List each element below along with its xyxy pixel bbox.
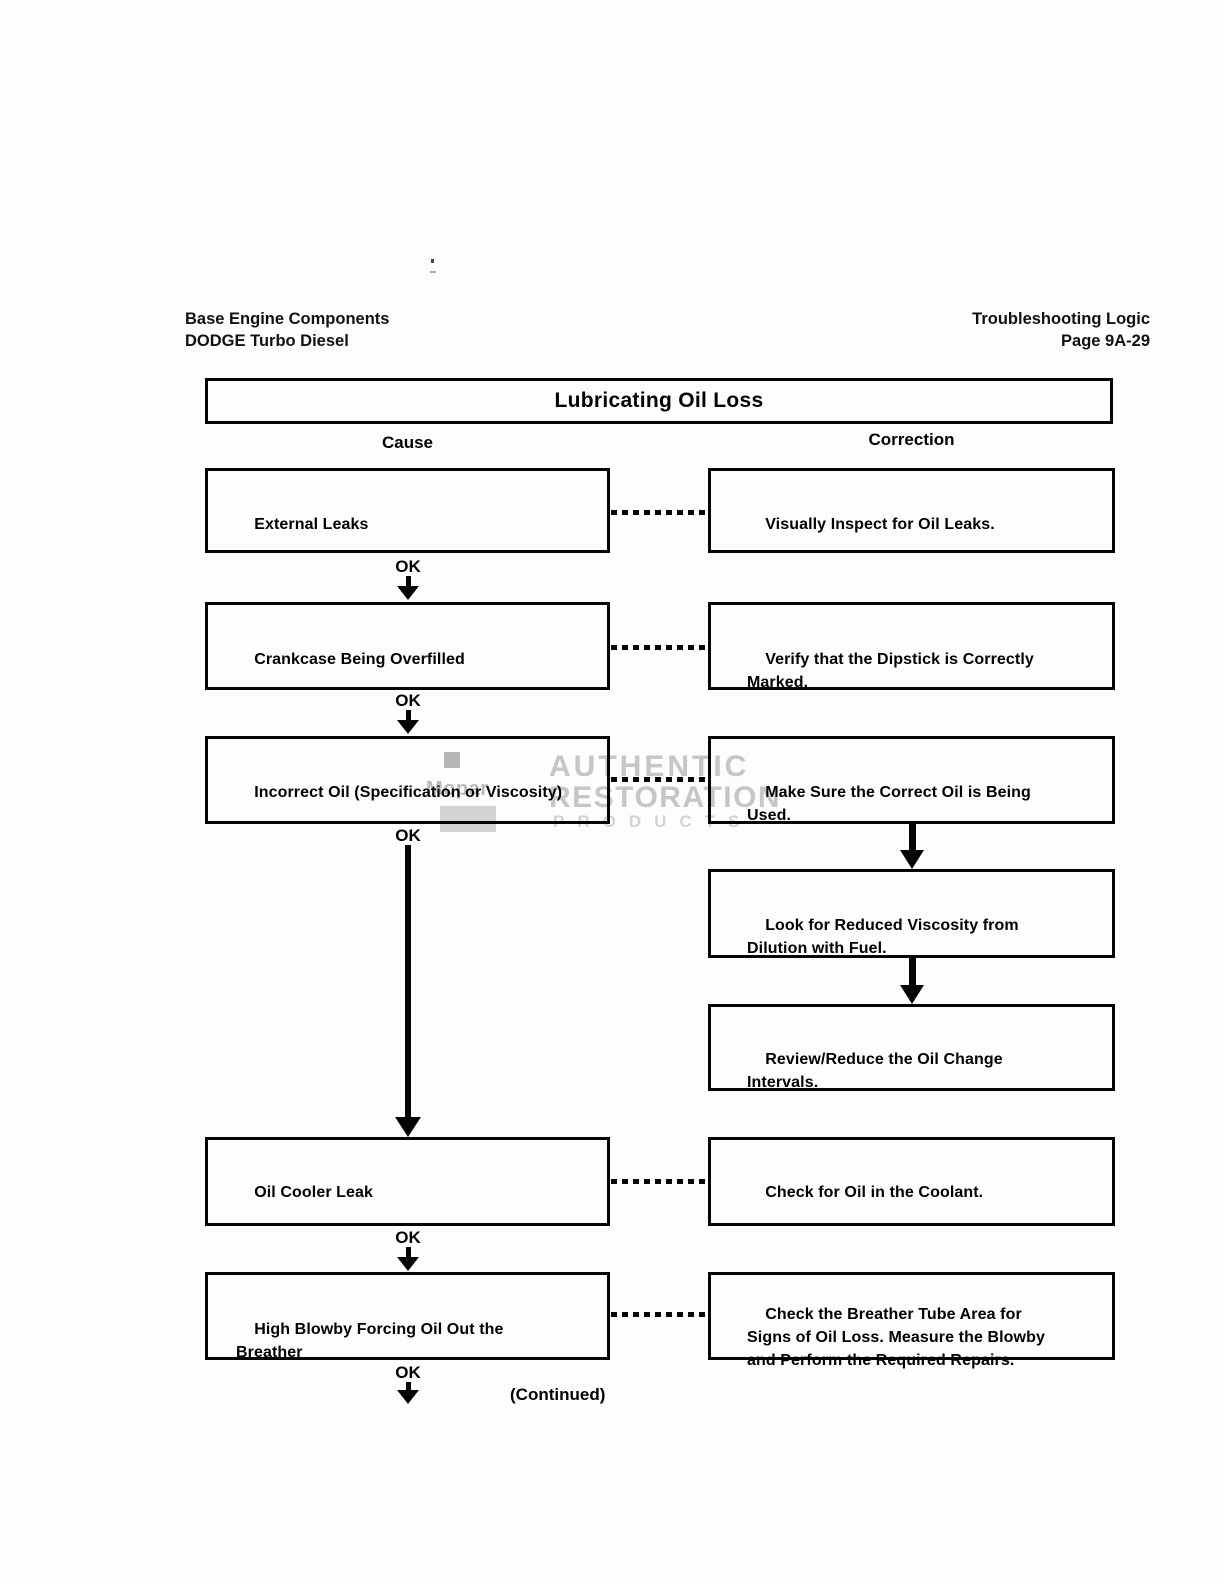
scan-artifact-dash: [430, 271, 436, 273]
dashed-connector: [611, 645, 708, 650]
long-down-arrow-icon: [405, 845, 411, 1117]
header-page-number: Page 9A-29: [1061, 332, 1150, 350]
header-doc-type: Troubleshooting Logic: [972, 310, 1150, 328]
cause-text: External Leaks: [254, 516, 369, 533]
cause-box-oil-cooler-leak: Oil Cooler Leak: [205, 1137, 610, 1226]
dashed-connector: [611, 1312, 708, 1317]
down-arrowhead-icon: [900, 850, 924, 869]
ok-label: OK: [395, 826, 421, 845]
header-vehicle: DODGE Turbo Diesel: [185, 332, 349, 350]
correction-text: Look for Reduced Viscosity from Dilution…: [747, 917, 1019, 957]
dashed-connector: [611, 510, 708, 515]
down-arrowhead-icon: [397, 1390, 419, 1404]
down-arrowhead-icon: [397, 1257, 419, 1271]
correction-text: Review/Reduce the Oil Change Intervals.: [747, 1051, 1003, 1091]
ok-label: OK: [395, 691, 421, 710]
correction-box-correct-oil: Make Sure the Correct Oil is Being Used.: [708, 736, 1115, 824]
cause-text: High Blowby Forcing Oil Out the Breather: [236, 1321, 504, 1361]
cause-text: Incorrect Oil (Specification or Viscosit…: [254, 784, 563, 801]
dashed-connector: [611, 777, 708, 782]
scan-artifact-dot: [431, 259, 434, 263]
ok-connector: OK: [377, 1364, 439, 1404]
down-arrow-icon: [908, 824, 916, 850]
down-arrowhead-icon: [397, 586, 419, 600]
correction-box-oil-in-coolant: Check for Oil in the Coolant.: [708, 1137, 1115, 1226]
cause-box-crankcase-overfilled: Crankcase Being Overfilled: [205, 602, 610, 690]
column-label-cause: Cause: [381, 433, 434, 452]
watermark-line2: RESTORATION: [549, 781, 782, 814]
ok-connector-long: OK: [377, 827, 439, 1137]
ok-label: OK: [395, 557, 421, 576]
correction-box-breather-tube: Check the Breather Tube Area for Signs o…: [708, 1272, 1115, 1369]
correction-box-oil-change-intervals: Review/Reduce the Oil Change Intervals.: [708, 1004, 1115, 1091]
down-arrow-icon: [405, 1382, 411, 1390]
dashed-connector: [611, 1179, 708, 1184]
ok-label: OK: [395, 1228, 421, 1247]
correction-box-dipstick-marked: Verify that the Dipstick is Correctly Ma…: [708, 602, 1115, 691]
down-arrowhead-icon: [395, 1117, 421, 1137]
page-header-left: Base Engine Components DODGE Turbo Diese…: [185, 308, 389, 352]
correction-chain-arrow: [898, 958, 926, 1004]
correction-box-reduced-viscosity: Look for Reduced Viscosity from Dilution…: [708, 869, 1115, 958]
ok-connector: OK: [377, 692, 439, 734]
ok-label: OK: [395, 1363, 421, 1382]
ok-connector: OK: [377, 1229, 439, 1271]
correction-text: Verify that the Dipstick is Correctly Ma…: [747, 651, 1034, 691]
flowchart-title: Lubricating Oil Loss: [554, 389, 764, 412]
watermark-brand: Mopar: [426, 778, 489, 800]
flowchart-title-box: Lubricating Oil Loss: [205, 378, 1113, 424]
down-arrow-icon: [405, 1247, 411, 1257]
cause-box-incorrect-oil: Incorrect Oil (Specification or Viscosit…: [205, 736, 610, 824]
cause-text: Oil Cooler Leak: [254, 1184, 374, 1201]
down-arrowhead-icon: [397, 720, 419, 734]
watermark-line3: PRODUCTS: [553, 812, 753, 831]
continued-label: (Continued): [510, 1385, 606, 1404]
correction-text: Check the Breather Tube Area for Signs o…: [747, 1306, 1045, 1369]
down-arrow-icon: [405, 710, 411, 720]
correction-text: Make Sure the Correct Oil is Being Used.: [747, 784, 1031, 824]
down-arrow-icon: [405, 576, 411, 586]
correction-text: Check for Oil in the Coolant.: [765, 1184, 984, 1201]
watermark-logo-block: [440, 806, 496, 832]
header-section-title: Base Engine Components: [185, 310, 390, 328]
cause-text: Crankcase Being Overfilled: [254, 651, 465, 668]
correction-chain-arrow: [898, 824, 926, 869]
column-label-correction: Correction: [868, 430, 955, 449]
correction-text: Visually Inspect for Oil Leaks.: [765, 516, 995, 533]
down-arrow-icon: [908, 958, 916, 985]
page-header-right: Troubleshooting Logic Page 9A-29: [850, 308, 1150, 352]
cause-box-external-leaks: External Leaks: [205, 468, 610, 553]
cause-box-high-blowby: High Blowby Forcing Oil Out the Breather: [205, 1272, 610, 1361]
ok-connector: OK: [377, 558, 439, 600]
correction-box-inspect-oil-leaks: Visually Inspect for Oil Leaks.: [708, 468, 1115, 553]
mopar-logo-icon: [444, 752, 460, 768]
down-arrowhead-icon: [900, 985, 924, 1004]
